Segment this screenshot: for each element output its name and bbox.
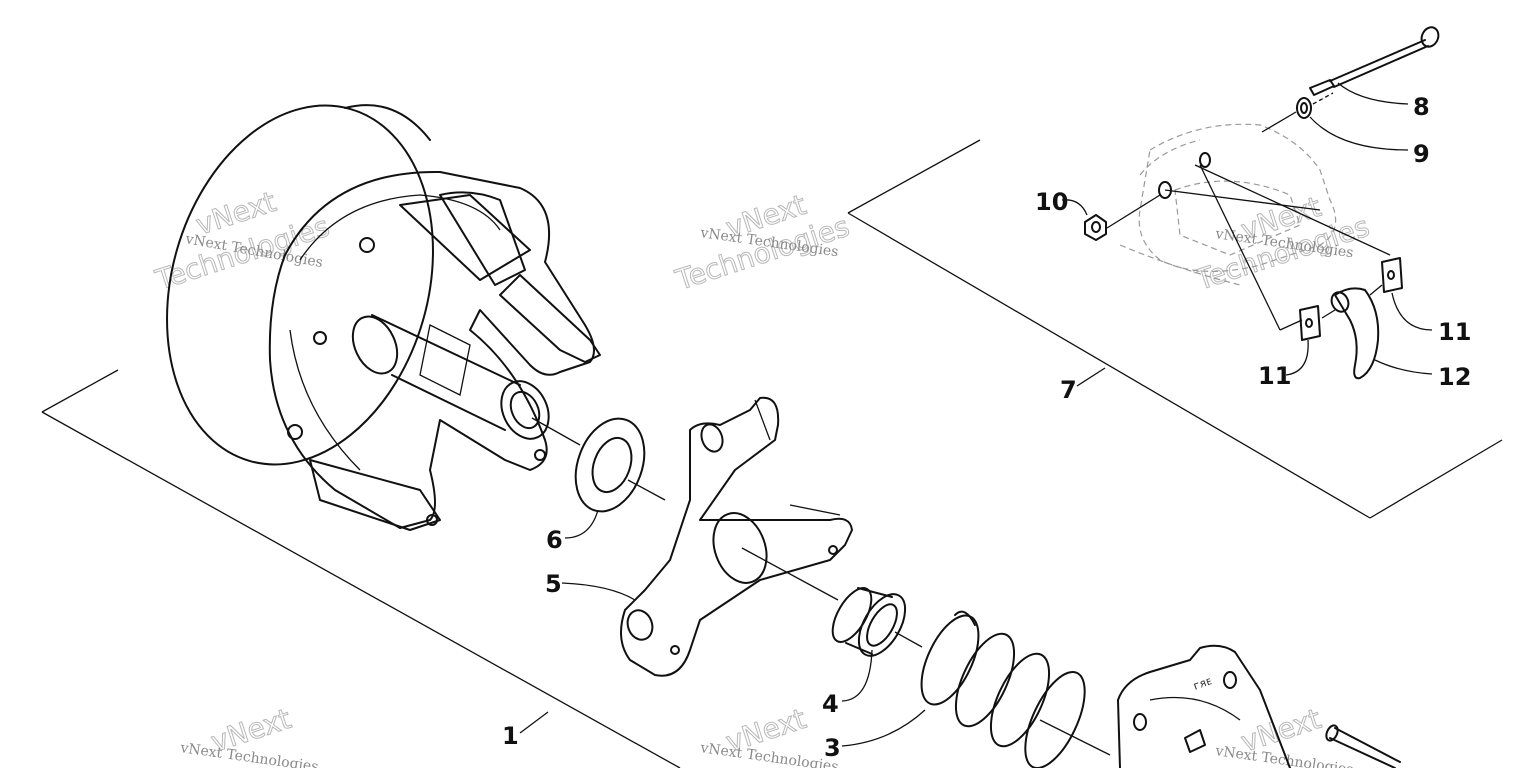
callout-5: 5 (545, 570, 562, 598)
callout-7: 7 (1060, 376, 1077, 404)
watermark-top-center: vNext Technologies vNext Technologies (671, 187, 854, 297)
assembly-boundary-7 (847, 139, 1503, 519)
explosion-centerlines (531, 417, 1111, 756)
watermark-bottom-center: vNext vNext Technologies (698, 701, 839, 768)
part-11-bushing-right (1381, 257, 1403, 293)
clutch-sheave-assembly (166, 104, 601, 531)
callout-12: 12 (1438, 363, 1471, 391)
callout-1: 1 (502, 722, 519, 750)
watermark-bottom-right: vNext vNext Technologies (1213, 701, 1354, 768)
callout-6: 6 (546, 526, 563, 554)
part-11-bushing-left (1299, 305, 1321, 341)
callout-8: 8 (1413, 93, 1430, 121)
callouts: 1 3 4 5 6 7 8 9 10 11 11 12 (502, 93, 1471, 762)
svg-text:ᴦᴙᴇ: ᴦᴙᴇ (1192, 674, 1214, 693)
callout-11-left: 11 (1258, 362, 1291, 390)
part-8-pivot-bolt (1309, 26, 1440, 96)
part-2-cover: ᴦᴙᴇ (1117, 644, 1401, 768)
part-3-spring (920, 610, 1086, 768)
callout-4: 4 (822, 690, 839, 718)
watermark-top-right: vNext Technologies vNext Technologies (1191, 189, 1374, 297)
part-4-bushing (831, 587, 907, 657)
part-12-roller-arm (1330, 287, 1380, 380)
leader-lines (519, 82, 1433, 747)
callout-3: 3 (824, 734, 841, 762)
callout-10: 10 (1035, 188, 1068, 216)
part-5-spider (620, 396, 853, 677)
part-9-washer (1296, 97, 1312, 119)
svg-text:vNext Technologies: vNext Technologies (1213, 743, 1354, 768)
callout-11-right: 11 (1438, 318, 1471, 346)
assembly-boundary-1 (41, 369, 681, 768)
watermark-top-left: vNext Technologies vNext Technologies (151, 184, 334, 297)
part-6-washer (574, 417, 646, 513)
detail-7-roller-arm (1084, 26, 1440, 380)
watermark-bottom-left: vNext vNext Technologies (178, 701, 319, 768)
callout-9: 9 (1413, 140, 1430, 168)
part-10-nut (1084, 214, 1107, 241)
